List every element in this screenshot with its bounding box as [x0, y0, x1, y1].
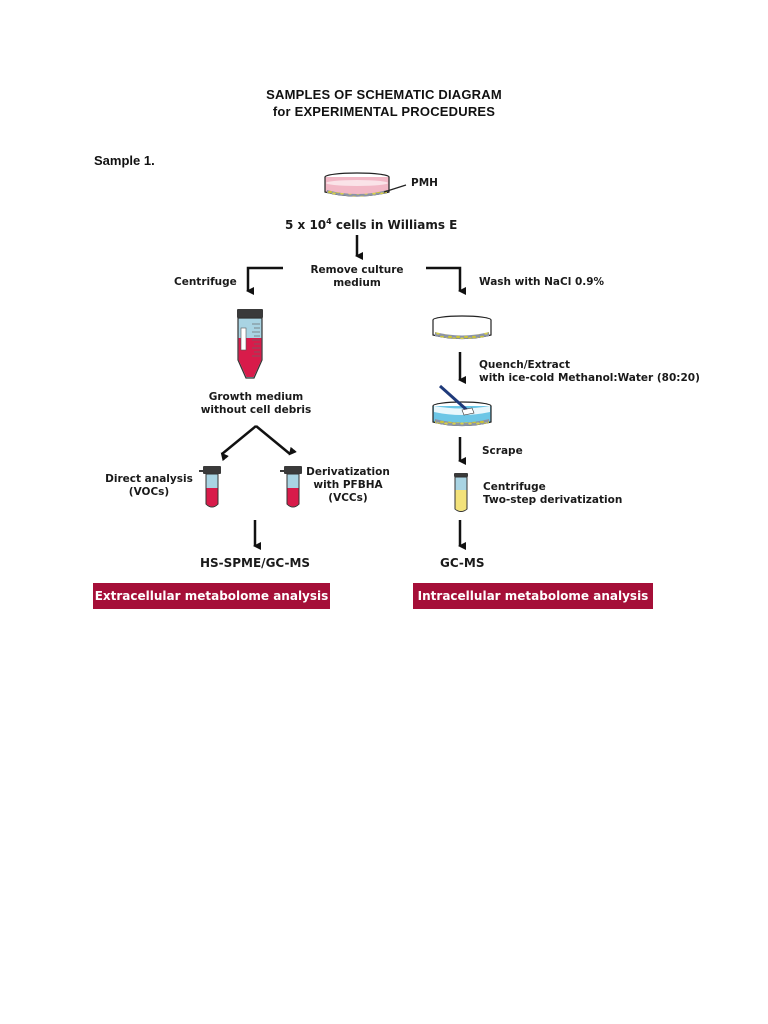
quench-line1: Quench/Extract	[479, 359, 571, 371]
vial-intracellular-icon	[454, 473, 468, 512]
growth-medium-label: Growth medium without cell debris	[196, 391, 316, 417]
gc-ms-label: GC-MS	[440, 556, 485, 570]
extracellular-analysis-banner: Extracellular metabolome analysis	[93, 583, 330, 609]
derivatization-line2: with PFBHA	[313, 479, 383, 491]
derivatization-label: Derivatization with PFBHA (VCCs)	[303, 466, 393, 505]
intracellular-analysis-banner: Intracellular metabolome analysis	[413, 583, 653, 609]
sample-label: Sample 1.	[94, 153, 155, 168]
centrifuge-tube-icon	[237, 309, 263, 379]
cells-label: 5 x 104 cells in Williams E	[285, 214, 457, 233]
arrow-to-centrifuge	[246, 266, 283, 295]
diagram-title-line1: SAMPLES OF SCHEMATIC DIAGRAM	[266, 87, 502, 102]
remove-medium-line1: Remove culture	[310, 264, 404, 276]
growth-medium-line1: Growth medium	[208, 391, 304, 403]
remove-medium-line2: medium	[333, 277, 381, 289]
derivatization-line1: Derivatization	[306, 466, 390, 478]
direct-analysis-line2: (VOCs)	[128, 486, 170, 498]
intracellular-steps-label: Centrifuge Two-step derivatization	[483, 481, 622, 507]
hs-spme-gc-ms-label: HS-SPME/GC-MS	[199, 556, 311, 570]
quench-dish-with-scraper-icon	[432, 384, 492, 427]
remove-medium-label: Remove culture medium	[297, 264, 417, 290]
vial-direct-icon	[199, 466, 221, 508]
cells-medium: cells in Williams E	[331, 218, 458, 232]
quench-label: Quench/Extract with ice-cold Methanol:Wa…	[479, 359, 700, 385]
arrow-to-direct	[220, 425, 257, 462]
two-step-derivatization-line: Two-step derivatization	[483, 494, 623, 506]
centrifuge-line: Centrifuge	[483, 481, 546, 493]
growth-medium-line2: without cell debris	[200, 404, 312, 416]
vial-derivatization-icon	[280, 466, 302, 508]
derivatization-line3: (VCCs)	[328, 492, 368, 504]
scrape-label: Scrape	[482, 445, 523, 457]
quench-line2: with ice-cold Methanol:Water (80:20)	[479, 372, 700, 384]
petri-dish-pmh-icon	[324, 172, 407, 197]
direct-analysis-line1: Direct analysis	[105, 473, 193, 485]
arrow-to-wash	[426, 266, 466, 295]
arrow-to-derivatization	[255, 425, 297, 456]
wash-step-label: Wash with NaCl 0.9%	[479, 276, 605, 288]
diagram-title-line2: for EXPERIMENTAL PROCEDURES	[272, 104, 496, 119]
pmh-label: PMH	[411, 177, 438, 189]
centrifuge-step-label: Centrifuge	[174, 276, 237, 288]
direct-analysis-label: Direct analysis (VOCs)	[104, 473, 194, 499]
cells-count-exponent: 4	[326, 217, 332, 226]
cells-count-base: 5 x 10	[285, 218, 327, 232]
washed-dish-icon	[432, 315, 492, 340]
